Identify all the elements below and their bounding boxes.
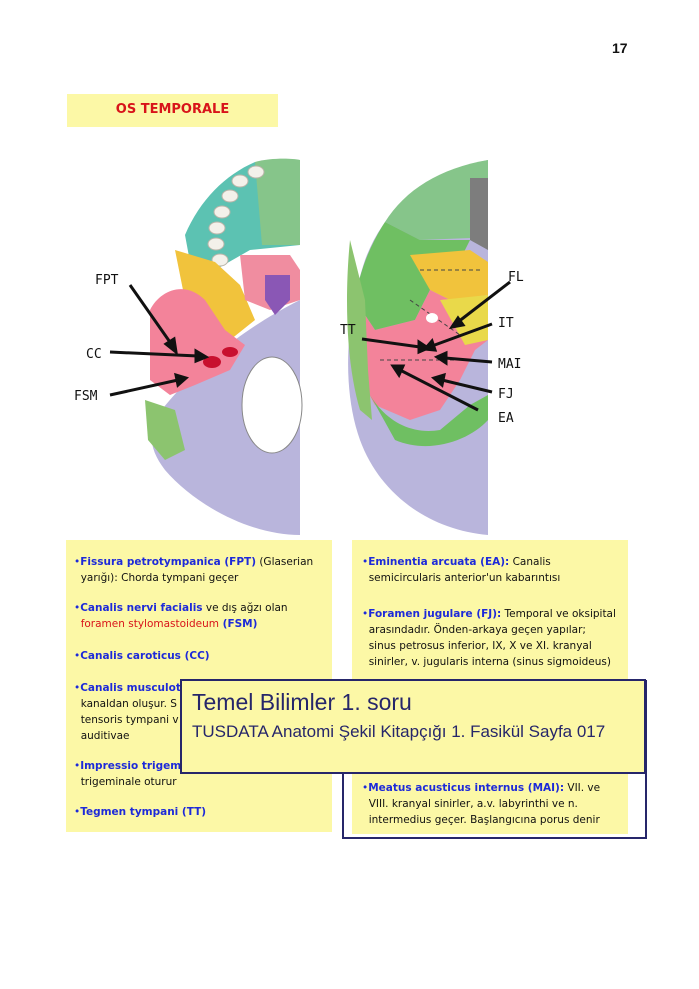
page-number: 17 bbox=[612, 40, 628, 56]
pointer-arrows bbox=[109, 280, 511, 412]
section-title-box: OS TEMPORALE bbox=[67, 94, 278, 127]
list-item: •Canalis nervi facialis ve dış ağzı olan… bbox=[74, 602, 288, 630]
label-fl: FL bbox=[508, 270, 524, 285]
list-item: •Fissura petrotympanica (FPT) (Glaserian… bbox=[74, 556, 314, 584]
label-fsm: FSM bbox=[74, 389, 98, 404]
skull-base-external-illustration bbox=[145, 158, 303, 535]
list-item: •Canalis caroticus (CC) bbox=[74, 650, 210, 662]
label-cc: CC bbox=[86, 347, 102, 362]
list-item: •Impressio trigem trigeminale oturur bbox=[74, 760, 182, 788]
list-item: •Foramen jugulare (FJ): Temporal ve oksi… bbox=[362, 608, 616, 668]
section-title: OS TEMPORALE bbox=[115, 102, 230, 117]
overlay-title: Temel Bilimler 1. soru bbox=[192, 689, 412, 715]
list-item: •Eminentia arcuata (EA): Canalis semicir… bbox=[362, 556, 561, 584]
label-fpt: FPT bbox=[95, 273, 119, 288]
question-overlay: Temel Bilimler 1. soru TUSDATA Anatomi Ş… bbox=[180, 679, 646, 774]
label-mai: MAI bbox=[498, 357, 522, 372]
label-it: IT bbox=[498, 316, 514, 331]
list-item: •Tegmen tympani (TT) bbox=[74, 806, 207, 818]
overlay-subtitle: TUSDATA Anatomi Şekil Kitapçığı 1. Fasik… bbox=[192, 722, 606, 741]
label-ea: EA bbox=[498, 411, 514, 426]
label-tt: TT bbox=[340, 323, 356, 338]
left-description-panel: •Fissura petrotympanica (FPT) (Glaserian… bbox=[66, 540, 332, 832]
list-item: •Meatus acusticus internus (MAI): VII. v… bbox=[362, 782, 601, 826]
list-item: •Canalis musculotu kanaldan oluşur. S te… bbox=[74, 682, 189, 742]
label-fj: FJ bbox=[498, 387, 514, 402]
